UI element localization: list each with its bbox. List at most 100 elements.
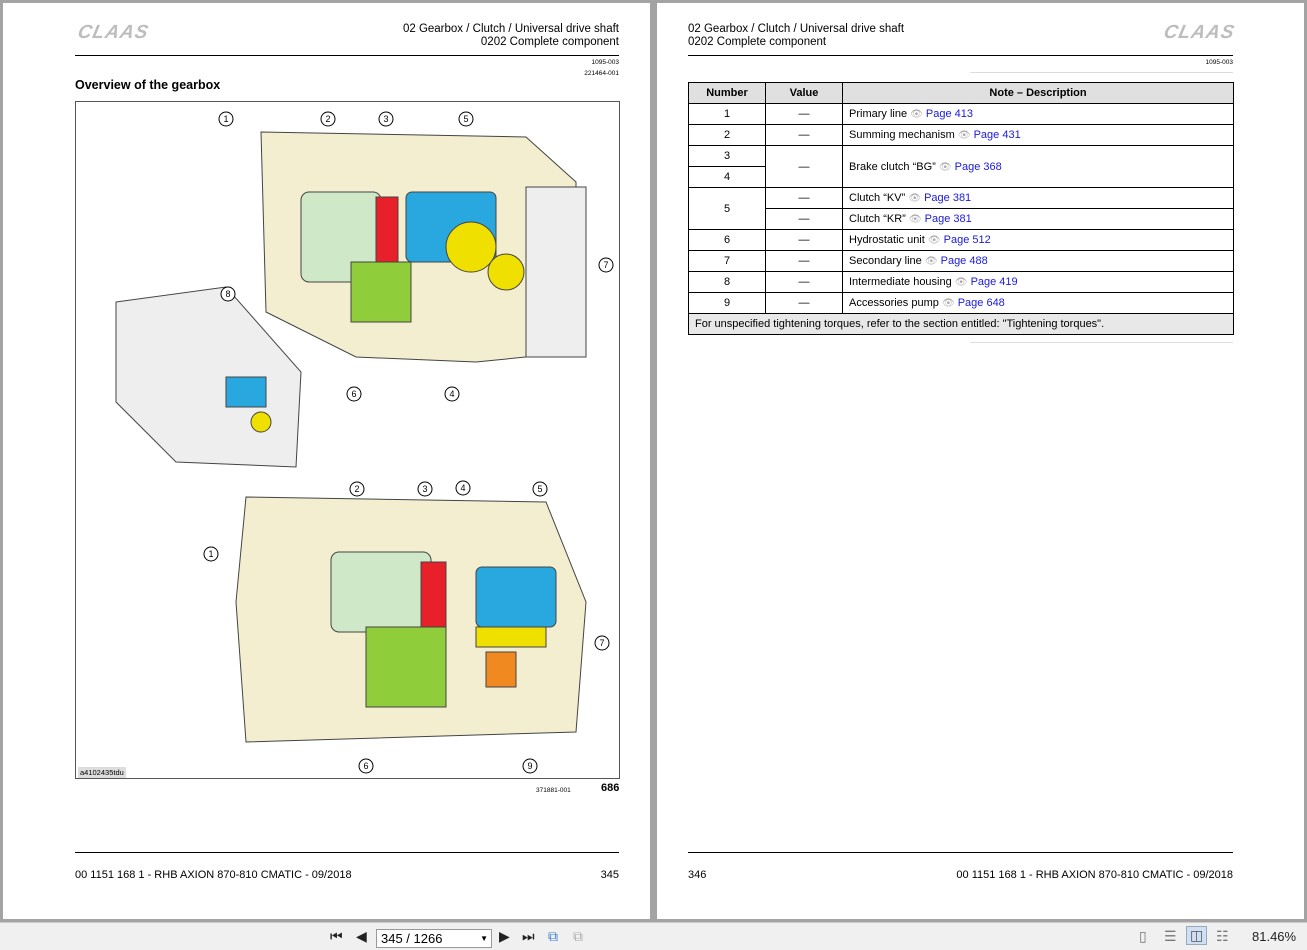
desc-text: Clutch “KV” [849, 192, 906, 204]
cell-number: 6 [688, 229, 766, 251]
divider [970, 72, 1233, 73]
desc-text: Hydrostatic unit [849, 234, 925, 246]
cell-value: — [765, 124, 843, 146]
single-page-view-icon[interactable]: ▯ [1139, 928, 1147, 944]
page-header: 02 Gearbox / Clutch / Universal drive sh… [688, 23, 904, 49]
table-row: 5—Clutch “KV” 👁 Page 381 [688, 187, 1234, 230]
dropdown-arrow-icon[interactable]: ▼ [480, 934, 488, 943]
header-rule [75, 55, 619, 56]
eye-icon: 👁 [927, 235, 941, 246]
component-table: Number Value Note – Description 1—Primar… [688, 82, 1234, 335]
header-section: 0202 Complete component [688, 36, 827, 48]
header-section: 0202 Complete component [480, 36, 619, 48]
cell-description: Brake clutch “BG” 👁 Page 368 [842, 145, 1234, 188]
page-link[interactable]: Page 413 [925, 108, 974, 120]
eye-icon: 👁 [938, 161, 952, 173]
cell-number: 9 [688, 292, 766, 314]
page-link[interactable]: Page 419 [970, 276, 1018, 288]
cell-description: Accessories pump 👁 Page 648 [842, 292, 1234, 314]
desc-text: Intermediate housing [849, 276, 952, 288]
table-row: —Clutch “KR” 👁 Page 381 [689, 208, 1234, 230]
desc-text: Summing mechanism [849, 129, 955, 141]
page-link[interactable]: Page 368 [954, 160, 1002, 173]
cell-value: — [765, 103, 843, 125]
continuous-view-icon[interactable]: ☰ [1164, 928, 1177, 944]
callout-4b: 4 [460, 483, 465, 493]
cell-value: — [765, 250, 843, 272]
table-row: 6—Hydrostatic unit 👁 Page 512 [688, 229, 1234, 251]
cell-value: — [765, 229, 843, 251]
callout-1: 1 [223, 114, 228, 124]
figure-caption: a4102435tdu [78, 767, 126, 778]
desc-text: Secondary line [849, 255, 922, 267]
eye-icon: 👁 [954, 277, 968, 288]
table-row: 7—Secondary line 👁 Page 488 [688, 250, 1234, 272]
cell-number: 7 [688, 250, 766, 272]
callout-5: 5 [463, 114, 468, 124]
cell-number: 8 [688, 271, 766, 293]
callout-2b: 2 [354, 484, 359, 494]
last-page-button[interactable]: ⏭ [522, 928, 535, 944]
prev-page-button[interactable]: ◀ [356, 928, 367, 944]
cell-description: Secondary line 👁 Page 488 [842, 250, 1234, 272]
eye-icon: 👁 [941, 298, 955, 309]
callout-5b: 5 [537, 484, 542, 494]
footer-page-number: 346 [688, 869, 707, 881]
doc-code: 1095-003 [591, 59, 619, 66]
col-description: Note – Description [842, 82, 1234, 104]
callout-9: 9 [527, 761, 532, 771]
claas-logo: CLAAS [1161, 22, 1237, 43]
page-link[interactable]: Page 381 [924, 192, 972, 204]
footer-doc: 00 1151 168 1 - RHB AXION 870-810 CMATIC… [956, 869, 1233, 881]
right-page: 02 Gearbox / Clutch / Universal drive sh… [657, 3, 1304, 919]
footer-rule [75, 852, 619, 853]
fit-width-icon[interactable]: ⧉ [573, 928, 583, 944]
col-number: Number [688, 82, 766, 104]
viewer-toolbar: ⏮ ◀ 345 / 1266▼ ▶ ⏭ ⧉ ⧉ ▯ ☰ ◫ ☷ 81.46% [0, 922, 1307, 950]
cell-value: — [765, 187, 843, 209]
header-rule [688, 55, 1233, 56]
two-page-view-icon[interactable]: ◫ [1186, 926, 1208, 945]
cell-number: 5 [688, 187, 766, 230]
cell-description: Hydrostatic unit 👁 Page 512 [842, 229, 1234, 251]
figure-code: 371881-001 [536, 787, 571, 794]
doc-code-2: 221464-001 [584, 70, 619, 77]
page-link[interactable]: Page 381 [924, 213, 972, 225]
page-link[interactable]: Page 488 [940, 255, 988, 267]
callout-7b: 7 [599, 638, 604, 648]
cell-description: Primary line 👁 Page 413 [842, 103, 1234, 125]
cell-value: — [765, 145, 843, 188]
desc-text: Clutch “KR” [849, 213, 906, 225]
left-page: CLAAS 02 Gearbox / Clutch / Universal dr… [3, 3, 650, 919]
page-link[interactable]: Page 648 [957, 297, 1005, 309]
table-row: 1—Primary line 👁 Page 413 [688, 103, 1234, 125]
callout-8: 8 [225, 289, 230, 299]
divider [970, 342, 1233, 343]
zoom-level[interactable]: 81.46% [1252, 929, 1297, 944]
two-page-continuous-view-icon[interactable]: ☷ [1216, 928, 1229, 944]
callout-2: 2 [325, 114, 330, 124]
cell-description: Clutch “KR” 👁 Page 381 [842, 208, 1234, 230]
fit-page-icon[interactable]: ⧉ [548, 928, 558, 944]
eye-icon: 👁 [924, 256, 938, 267]
page-link[interactable]: Page 512 [943, 234, 991, 246]
figure-number: 686 [601, 782, 620, 794]
cell-value: — [765, 208, 843, 230]
cell-number: 1 [688, 103, 766, 125]
next-page-button[interactable]: ▶ [499, 928, 510, 944]
col-value: Value [765, 82, 843, 104]
table-row: 9—Accessories pump 👁 Page 648 [688, 292, 1234, 314]
page-number-input[interactable]: 345 / 1266▼ [376, 929, 492, 948]
first-page-button[interactable]: ⏮ [330, 928, 343, 944]
claas-logo: CLAAS [75, 22, 151, 43]
page-link[interactable]: Page 431 [973, 129, 1021, 141]
callout-1b: 1 [208, 549, 213, 559]
desc-text: Primary line [849, 108, 908, 120]
header-chapter: 02 Gearbox / Clutch / Universal drive sh… [688, 23, 905, 35]
cell-number: 4 [688, 166, 766, 188]
page-header: 02 Gearbox / Clutch / Universal drive sh… [403, 23, 619, 49]
table-header-row: Number Value Note – Description [688, 82, 1234, 104]
eye-icon: 👁 [957, 130, 971, 141]
